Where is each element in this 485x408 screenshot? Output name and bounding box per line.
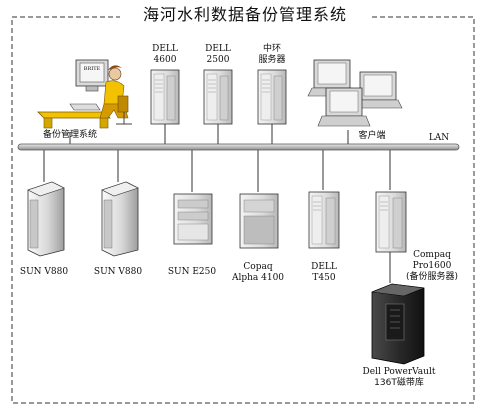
backup-server-label-line2: Pro1600 [412,261,452,271]
dell-t450-label-line1: DELL [311,262,337,272]
compaq-alpha-label-line1: Copaq [243,262,273,272]
dell2500-label-line1: DELL [205,44,231,54]
compaq-alpha-icon [239,193,279,249]
dell4600-label-line2: 4600 [153,55,177,65]
tape-library-label-line2: 136T磁带库 [374,378,424,388]
sun-v880-2-label: SUN V880 [93,267,143,277]
sun-e250-icon [173,193,213,245]
compaq-alpha-label-line2: Alpha 4100 [231,273,285,283]
zhonghuan-label-line2: 服务器 [258,55,286,65]
diagram-title: 海河水利数据备份管理系统 [120,4,370,26]
admin-workstation-icon [37,59,132,129]
clients-label: 客户端 [358,131,386,141]
client-pcs-icon [307,59,403,127]
dell4600-label-line1: DELL [152,44,178,54]
lan-bus [17,143,460,151]
zhonghuan-label-line1: 中环 [262,44,281,54]
sun-v880-1-label: SUN V880 [19,267,69,277]
tape-library-label-line1: Dell PowerVault [362,367,436,377]
dell-t450-icon [308,191,340,249]
sun-v880-2-icon [101,181,139,257]
backup-server-label-line1: Compaq [413,250,451,260]
dell4600-server-icon [150,69,180,125]
backup-server-icon [375,191,407,253]
dell-t450-label-line2: T450 [312,273,336,283]
admin-label: 备份管理系统 [42,130,97,140]
sun-e250-label: SUN E250 [167,267,217,277]
tape-library-icon [371,283,425,365]
dell2500-server-icon [203,69,233,125]
zhonghuan-server-icon [257,69,287,125]
lan-label: LAN [428,133,450,143]
backup-server-label-line3: (备份服务器) [405,272,459,282]
sun-v880-1-icon [27,181,65,257]
bottom-connectors [43,150,391,283]
dell2500-label-line2: 2500 [206,55,230,65]
admin-monitor-text: BRITE [83,66,101,72]
